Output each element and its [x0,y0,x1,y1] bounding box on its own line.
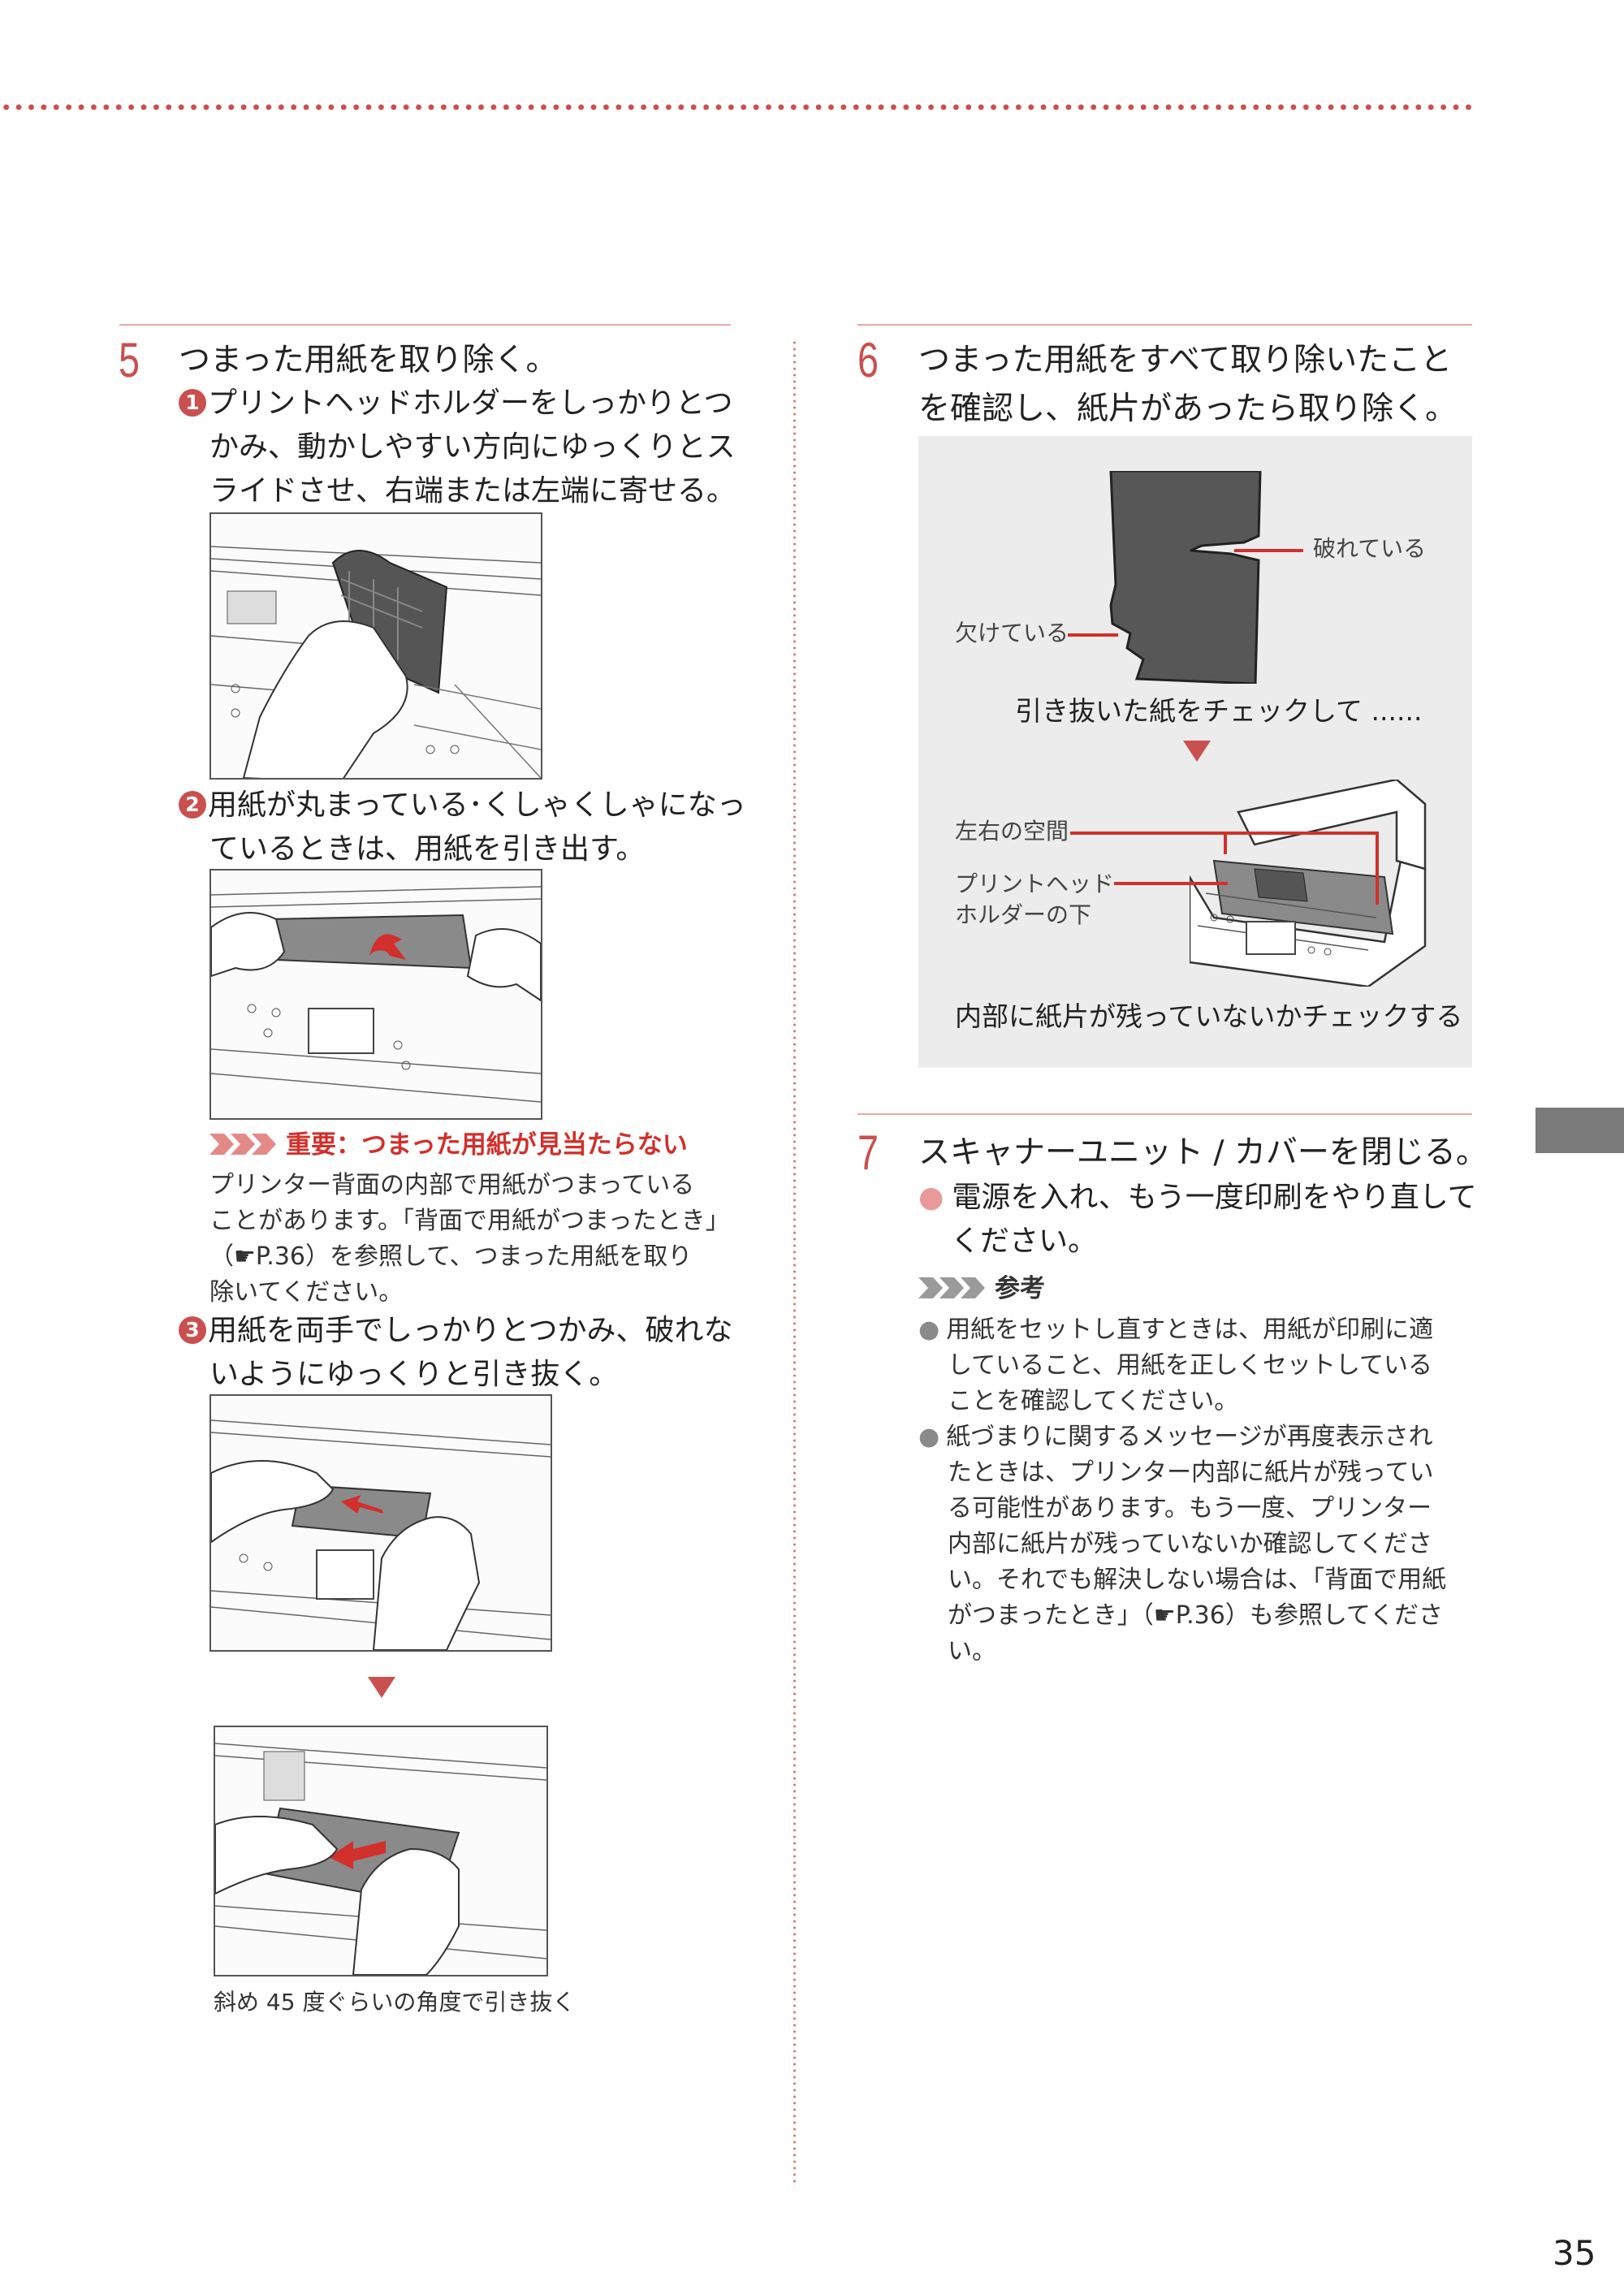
circle-number-1: 1 [179,389,206,417]
step5-down-arrow-icon [368,1677,395,1698]
label-left-right-gaps: 左右の空間 [955,818,1069,845]
step6-number: 6 [857,333,879,387]
note-heading: 参考 [918,1272,1045,1307]
step7-number: 7 [857,1125,879,1180]
column-divider [793,339,796,2187]
torn-paper-illustration [1109,471,1262,684]
printer-open-illustration [1190,780,1427,987]
check-paper-caption: 引き抜いた紙をチェックして ...... [1015,695,1423,727]
gaps-pointer-left-leg [1224,832,1227,854]
photo-pull-paper-45-degrees [214,1726,548,1976]
step5-title: つまった用紙を取り除く。 [179,342,558,378]
bullet-dot-icon: ● [918,1181,944,1214]
step5-rule [119,324,731,326]
circle-number-2: 2 [179,791,206,819]
label-chipped: 欠けている [955,620,1069,646]
note-item-2: ●紙づまりに関するメッセージが再度表示され たときは、プリンター内部に紙片が残っ… [918,1423,1447,1665]
page-number: 35 [1553,2233,1596,2273]
panel-down-arrow-icon [1183,741,1211,762]
step7-title: スキャナーユニット / カバーを閉じる。 [918,1134,1488,1171]
photo-slide-print-head-holder [209,512,542,780]
circle-number-3: 3 [179,1316,206,1344]
photo-pull-paper-both-hands [209,1394,552,1652]
bullet-dot-icon: ● [918,1315,940,1344]
label-under-print-head-holder: プリントヘッド ホルダーの下 [955,871,1115,928]
gaps-pointer-right-leg [1376,832,1379,905]
photo-pull-curled-paper [209,869,542,1120]
step7-rule [857,1113,1472,1115]
section-tab [1535,1108,1624,1153]
step5-number: 5 [119,333,140,387]
top-dotted-rule [0,104,1474,110]
important-body: プリンター背面の内部で用紙がつまっている ことがあります。｢背面で用紙がつまった… [209,1171,718,1307]
check-inside-caption: 内部に紙片が残っていないかチェックする [955,1000,1463,1032]
photo-caption-45-degrees: 斜め 45 度ぐらいの角度で引き抜く [214,1989,576,2015]
step6-title: つまった用紙をすべて取り除いたこと を確認し、紙片があったら取り除く。 [918,342,1458,427]
under-holder-pointer-line [1114,882,1228,885]
note-chevron-icon [918,1274,985,1307]
torn-pointer-line [1234,549,1303,552]
step6-rule [857,324,1472,326]
note-item-1: ●用紙をセットし直すときは、用紙が印刷に適 していること、用紙を正しくセットして… [918,1315,1434,1415]
label-torn: 破れている [1313,535,1427,562]
chipped-pointer-line [1068,633,1118,637]
bullet-dot-icon: ● [918,1423,940,1451]
important-chevron-icon [209,1130,276,1163]
important-heading: 重要：つまった用紙が見当たらない [209,1129,688,1163]
step7-bullet: ●電源を入れ、もう一度印刷をやり直して ください。 [918,1181,1477,1258]
